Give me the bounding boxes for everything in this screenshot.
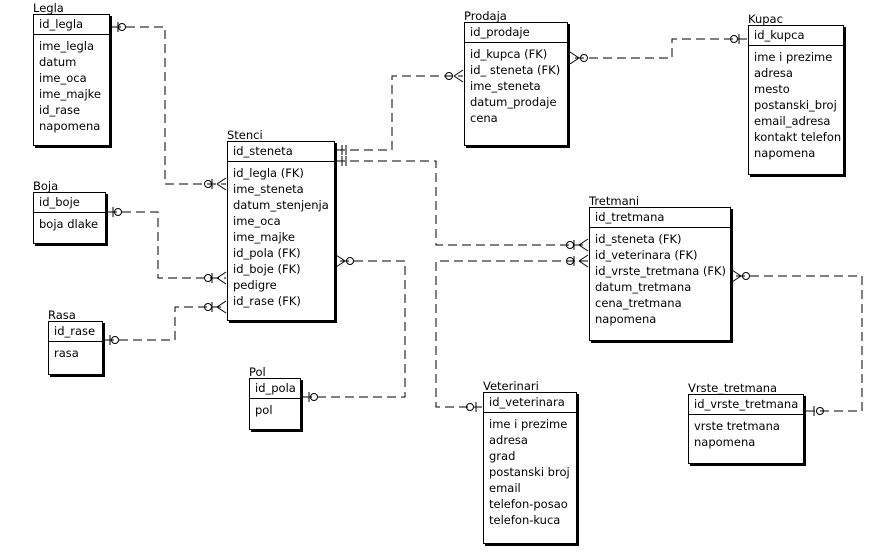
- attribute: id_rase: [39, 103, 81, 117]
- attribute: napomena: [39, 119, 101, 133]
- attribute-list: id_legla (FK) ime_steneta datum_stenjenj…: [228, 162, 334, 311]
- attribute: email_adresa: [754, 114, 831, 128]
- entity-box: id_veterinara ime i prezime adresa grad …: [483, 392, 577, 544]
- attribute: email: [489, 481, 521, 495]
- primary-key: id_steneta: [228, 142, 334, 162]
- relationship-stenci-tretmani: [336, 156, 589, 252]
- entity-legla[interactable]: Legla id_legla ime_legla datum ime_oca i…: [33, 2, 110, 146]
- attribute-list: ime i prezime adresa grad postanski broj…: [484, 413, 576, 530]
- attribute: postanski broj: [489, 465, 570, 479]
- entity-title: Pol: [249, 365, 266, 379]
- entity-title: Rasa: [48, 308, 76, 322]
- primary-key: id_kupca: [749, 26, 843, 46]
- attribute: telefon-kuca: [489, 513, 561, 527]
- primary-key: id_legla: [34, 15, 109, 35]
- entity-title: Legla: [33, 1, 64, 15]
- entity-kupac[interactable]: Kupac id_kupca ime i prezime adresa mest…: [748, 13, 844, 175]
- entity-vrste-tretmana[interactable]: Vrste_tretmana id_vrste_tretmana vrste t…: [688, 382, 804, 464]
- entity-box: id_boje boja dlake: [33, 192, 106, 244]
- attribute-list: pol: [250, 399, 300, 420]
- attribute-list: id_kupca (FK) id_ steneta (FK) ime_stene…: [465, 43, 567, 128]
- attribute: pol: [255, 403, 273, 417]
- entity-title: Boja: [33, 179, 59, 193]
- primary-key: id_vrste_tretmana: [689, 395, 803, 415]
- attribute: id_vrste_tretmana (FK): [595, 264, 727, 278]
- attribute: ime_majke: [39, 87, 101, 101]
- relationship-rasa-stenci: [105, 300, 227, 345]
- relationship-legla-stenci: [112, 22, 227, 191]
- entity-title: Tretmani: [589, 194, 640, 208]
- attribute: datum_stenjenja: [233, 198, 329, 212]
- attribute: id_pola (FK): [233, 246, 301, 260]
- attribute: adresa: [754, 66, 793, 80]
- attribute-list: ime i prezime adresa mesto postanski_bro…: [749, 46, 843, 163]
- primary-key: id_tretmana: [590, 208, 730, 228]
- entity-title: Kupac: [748, 12, 783, 26]
- entity-box: id_steneta id_legla (FK) ime_steneta dat…: [227, 141, 335, 321]
- attribute: id_veterinara (FK): [595, 248, 698, 262]
- attribute: grad: [489, 449, 516, 463]
- entity-pol[interactable]: Pol id_pola pol: [249, 366, 301, 430]
- attribute: cena: [470, 111, 498, 125]
- attribute: id_ steneta (FK): [470, 63, 561, 77]
- attribute: id_steneta (FK): [595, 232, 682, 246]
- attribute-list: rasa: [49, 342, 102, 363]
- entity-box: id_legla ime_legla datum ime_oca ime_maj…: [33, 14, 110, 146]
- attribute: postanski_broj: [754, 98, 837, 112]
- relationship-stenci-prodaja: [336, 69, 464, 155]
- attribute: ime_oca: [39, 71, 87, 85]
- attribute: cena_tretmana: [595, 296, 682, 310]
- attribute: datum_tretmana: [595, 280, 692, 294]
- attribute: id_boje (FK): [233, 262, 301, 276]
- attribute: boja dlake: [39, 217, 99, 231]
- attribute: ime_steneta: [233, 182, 304, 196]
- attribute-list: vrste tretmana napomena: [689, 415, 803, 452]
- primary-key: id_pola: [250, 379, 300, 399]
- attribute: id_legla (FK): [233, 166, 304, 180]
- attribute-list: ime_legla datum ime_oca ime_majke id_ras…: [34, 35, 109, 136]
- attribute: ime i prezime: [489, 417, 568, 431]
- attribute: napomena: [694, 435, 756, 449]
- attribute: ime_steneta: [470, 79, 541, 93]
- entity-box: id_kupca ime i prezime adresa mesto post…: [748, 25, 844, 175]
- attribute: ime_oca: [233, 214, 281, 228]
- attribute: ime i prezime: [754, 50, 833, 64]
- attribute: napomena: [595, 312, 657, 326]
- entity-prodaja[interactable]: Prodaja id_prodaje id_kupca (FK) id_ ste…: [464, 10, 568, 146]
- entity-boja[interactable]: Boja id_boje boja dlake: [33, 180, 106, 244]
- entity-rasa[interactable]: Rasa id_rase rasa: [48, 309, 103, 375]
- primary-key: id_rase: [49, 322, 102, 342]
- attribute: napomena: [754, 146, 816, 160]
- relationship-kupac-prodaja: [569, 34, 747, 65]
- entity-title: Stenci: [227, 128, 263, 142]
- entity-title: Prodaja: [464, 9, 507, 23]
- entity-box: id_pola pol: [249, 378, 301, 430]
- attribute: ime_legla: [39, 39, 95, 53]
- entity-veterinari[interactable]: Veterinari id_veterinara ime i prezime a…: [483, 380, 577, 544]
- attribute-list: boja dlake: [34, 213, 105, 234]
- entity-tretmani[interactable]: Tretmani id_tretmana id_steneta (FK) id_…: [589, 195, 731, 341]
- attribute: datum: [39, 55, 77, 69]
- entity-stenci[interactable]: Stenci id_steneta id_legla (FK) ime_sten…: [227, 129, 335, 321]
- primary-key: id_prodaje: [465, 23, 567, 43]
- attribute: id_kupca (FK): [470, 47, 548, 61]
- attribute: telefon-posao: [489, 497, 568, 511]
- attribute: vrste tretmana: [694, 419, 780, 433]
- attribute: datum_prodaje: [470, 95, 557, 109]
- entity-box: id_vrste_tretmana vrste tretmana napomen…: [688, 394, 804, 464]
- attribute: mesto: [754, 82, 790, 96]
- entity-box: id_rase rasa: [48, 321, 103, 375]
- attribute: id_rase (FK): [233, 294, 301, 308]
- entity-box: id_prodaje id_kupca (FK) id_ steneta (FK…: [464, 22, 568, 146]
- attribute: kontakt telefon: [754, 130, 842, 144]
- attribute-list: id_steneta (FK) id_veterinara (FK) id_vr…: [590, 228, 730, 329]
- relationship-boja-stenci: [108, 207, 227, 285]
- attribute: adresa: [489, 433, 528, 447]
- attribute: rasa: [54, 346, 79, 360]
- entity-box: id_tretmana id_steneta (FK) id_veterinar…: [589, 207, 731, 341]
- attribute: ime_majke: [233, 230, 295, 244]
- primary-key: id_veterinara: [484, 393, 576, 413]
- attribute: pedigre: [233, 278, 277, 292]
- primary-key: id_boje: [34, 193, 105, 213]
